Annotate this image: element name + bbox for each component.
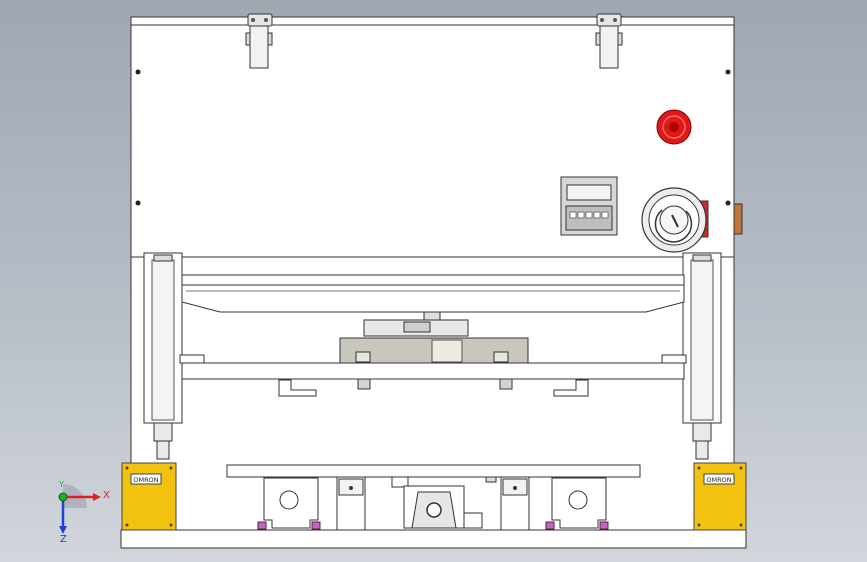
timer-icon	[560, 176, 618, 236]
base-plate	[120, 529, 747, 549]
fixture-left	[257, 477, 321, 530]
axis-z-label: Z	[60, 534, 67, 545]
lower-table	[226, 464, 641, 478]
sensor-left: OMRON	[121, 462, 177, 531]
upper-beam	[181, 274, 685, 313]
column-right	[682, 252, 722, 460]
cabinet-top-strip	[130, 16, 735, 26]
cabinet-body	[130, 16, 735, 258]
sensor-left-label: OMRON	[133, 476, 158, 484]
sensor-right-label: OMRON	[706, 476, 731, 484]
axis-x-label: X	[103, 490, 110, 501]
fixture-right	[545, 477, 609, 530]
lower-beam	[181, 362, 685, 397]
emergency-stop-icon	[656, 109, 692, 145]
axis-triad-icon[interactable]: X Y Z	[58, 480, 110, 545]
center-clamp	[391, 476, 497, 529]
column-left	[143, 252, 183, 460]
axis-y-label: Y	[58, 480, 64, 489]
latch-left	[245, 13, 273, 69]
platen-assembly	[179, 311, 687, 365]
panel-screws	[135, 69, 731, 206]
sensor-right: OMRON	[693, 462, 747, 531]
guide-blocks	[336, 476, 530, 531]
selector-knob-icon	[641, 187, 743, 253]
latch-right	[595, 13, 623, 69]
